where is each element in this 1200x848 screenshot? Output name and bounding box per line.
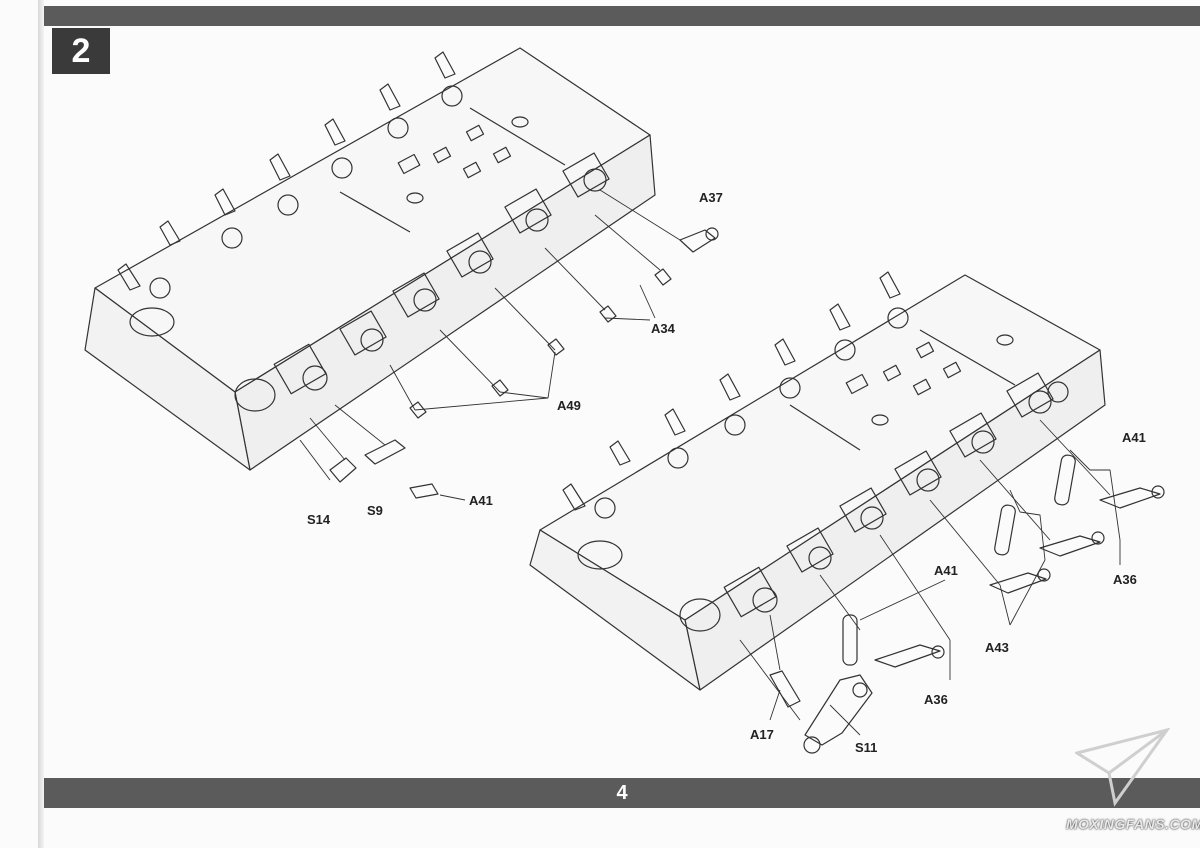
bottom-footer-bar: 4 <box>44 778 1200 808</box>
callout-a49: A49 <box>557 398 581 413</box>
paper-plane-logo-icon <box>1075 728 1170 807</box>
callout-a41-top-right: A41 <box>1122 430 1146 445</box>
top-header-bar <box>44 6 1200 26</box>
left-hull-drawing <box>84 47 719 501</box>
callout-a17: A17 <box>750 727 774 742</box>
watermark-text: MOXINGFANS.COM <box>1066 816 1200 832</box>
callout-a37: A37 <box>699 190 723 205</box>
page-number: 4 <box>616 781 628 804</box>
step-number-badge: 2 <box>52 28 110 74</box>
callout-s14: S14 <box>307 512 331 527</box>
callout-a43: A43 <box>985 640 1009 655</box>
right-hull-drawing <box>529 271 1165 754</box>
binding-spine <box>38 0 44 848</box>
callout-a41-left: A41 <box>469 493 493 508</box>
callout-s11: S11 <box>855 740 878 755</box>
callout-s9: S9 <box>367 503 383 518</box>
callout-a34: A34 <box>651 321 675 336</box>
callout-a36-bottom: A36 <box>924 692 948 707</box>
callout-a41-mid: A41 <box>934 563 958 578</box>
callout-a36-right: A36 <box>1113 572 1137 587</box>
